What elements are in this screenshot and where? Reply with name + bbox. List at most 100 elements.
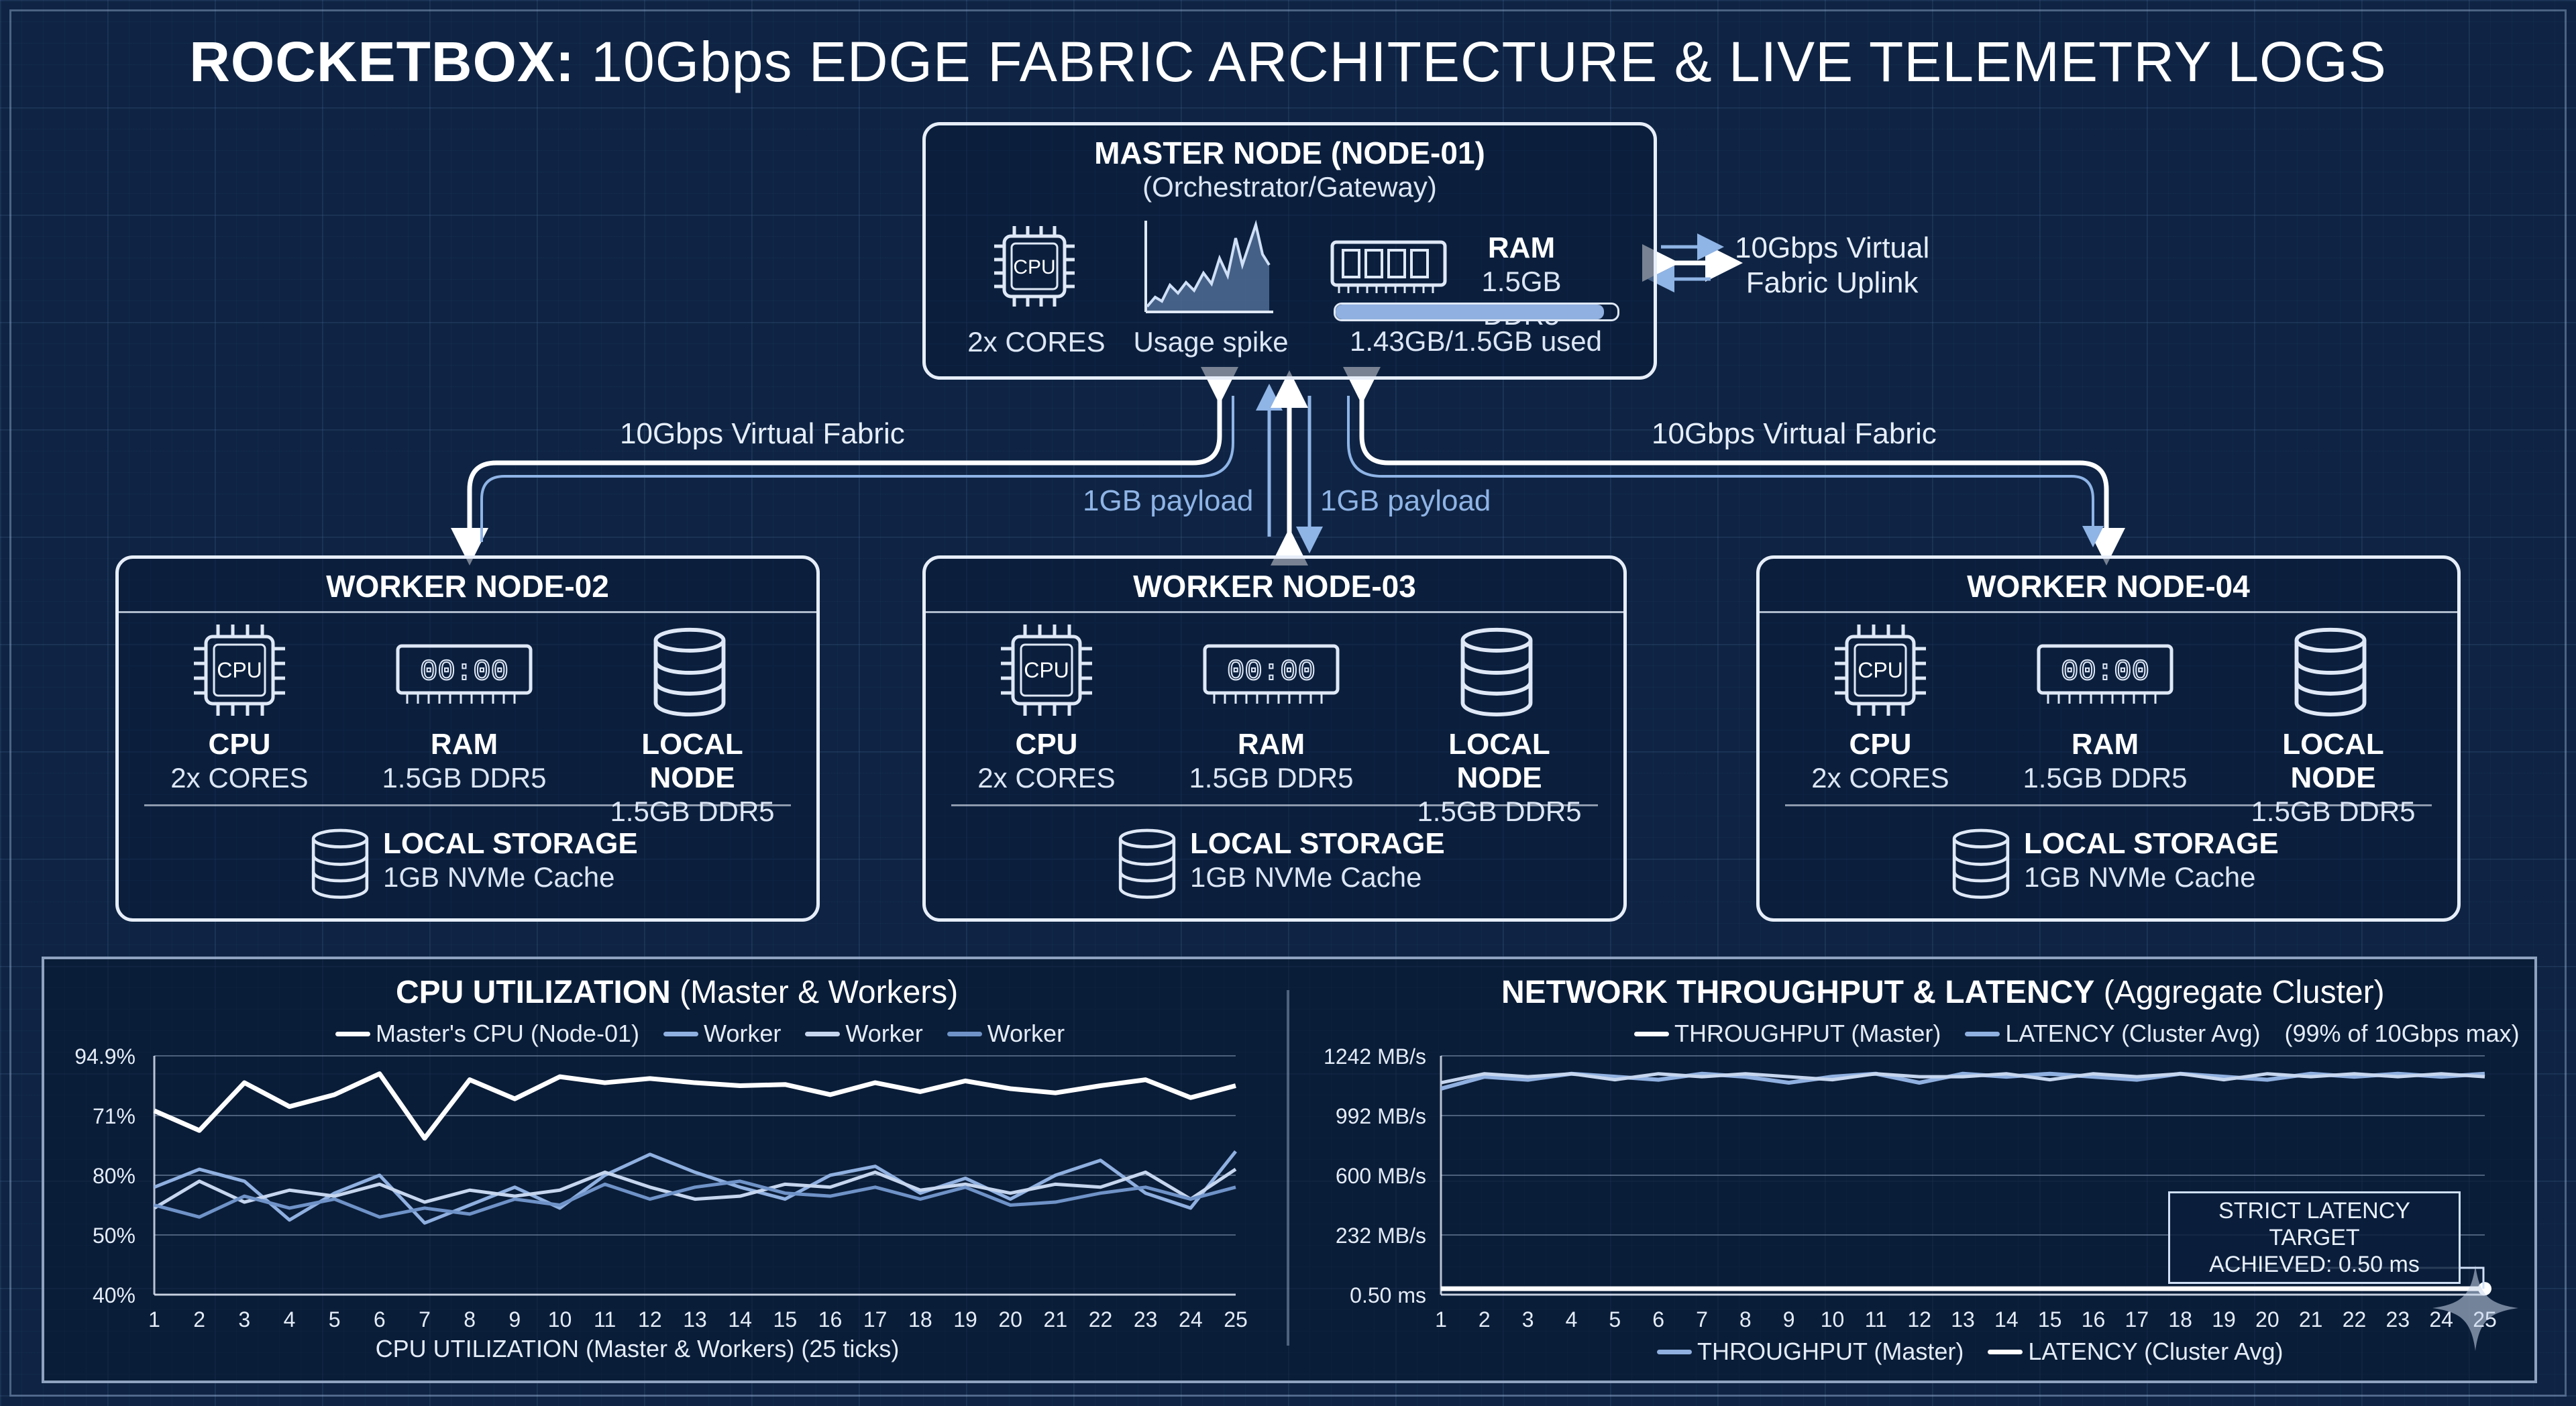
worker-head-rule	[926, 611, 1623, 613]
fabric-label-right: 10Gbps Virtual Fabric	[1652, 417, 1937, 450]
y-tick-label: 50%	[93, 1224, 136, 1248]
cpu-chip-icon: CPU	[1001, 625, 1092, 716]
legend-item-throughput: THROUGHPUT (Master)	[1634, 1020, 1941, 1048]
database-icon	[311, 828, 369, 899]
worker-node-title: WORKER NODE-04	[1967, 569, 2250, 604]
title-text: 10Gbps EDGE FABRIC ARCHITECTURE & LIVE T…	[591, 30, 2387, 93]
cpu-chip-icon: CPU	[1835, 625, 1926, 716]
x-tick-label: 10	[1821, 1307, 1845, 1332]
worker-node-card[interactable]: WORKER NODE-02 CPU 00:00	[115, 555, 820, 922]
ram-module-icon	[1330, 240, 1447, 293]
ram-module-icon: 00:00	[2037, 644, 2174, 704]
x-tick-label: 14	[728, 1307, 752, 1332]
legend-label: THROUGHPUT (Master)	[1674, 1020, 1941, 1047]
x-tick-label: 25	[1224, 1307, 1248, 1332]
y-tick-label: 1242 MB/s	[1324, 1044, 1426, 1069]
ram-usage-bar	[1334, 303, 1619, 321]
panel-divider	[1287, 990, 1289, 1346]
legend-label: LATENCY (Cluster Avg)	[2005, 1020, 2261, 1047]
master-cpu-label: 2x CORES	[967, 326, 1106, 358]
worker-local-storage: LOCAL STORAGE 1GB NVMe Cache	[1190, 827, 1445, 894]
cpu-chart-title-rest: (Master & Workers)	[680, 975, 959, 1010]
ram-sub: 1.5GB DDR5	[382, 762, 547, 794]
series-line	[153, 1168, 1237, 1210]
storage-sub: 1GB NVMe Cache	[383, 861, 615, 893]
series-line	[153, 1071, 1236, 1141]
storage-label: LOCAL STORAGE	[1190, 827, 1445, 860]
x-tick-label: 9	[508, 1307, 521, 1332]
storage-sub: 1GB NVMe Cache	[2024, 861, 2256, 893]
ram-label: RAM	[430, 728, 498, 761]
x-tick-label: 22	[2343, 1307, 2367, 1332]
legend-swatch	[947, 1031, 982, 1036]
worker-cpu: CPU 2x CORES	[159, 728, 320, 795]
local-node-sub: 1.5GB DDR5	[610, 796, 775, 827]
ram-chip-text: 00:00	[420, 655, 508, 689]
x-tick-label: 8	[1739, 1307, 1752, 1332]
usage-spike-label: Usage spike	[1133, 326, 1289, 358]
series-line	[154, 1179, 1236, 1219]
master-cpu: 2x CORES	[966, 325, 1107, 359]
worker-node-card[interactable]: WORKER NODE-03 CPU 00:00	[922, 555, 1627, 922]
cpu-chip-text: CPU	[1024, 658, 1069, 682]
series-line	[1440, 1071, 2485, 1091]
worker-ram: RAM 1.5GB DDR5	[1187, 728, 1355, 795]
y-tick-label: 71%	[93, 1104, 136, 1128]
cpu-chart-legend: Master's CPU (Node-01) Worker Worker Wor…	[335, 1020, 1089, 1048]
x-tick-label: 2	[1479, 1307, 1491, 1332]
legend-item-worker: Worker	[947, 1020, 1065, 1048]
cpu-chip-icon: CPU	[994, 226, 1075, 307]
legend-label: (99% of 10Gbps max)	[2284, 1020, 2520, 1047]
cpu-label: CPU	[208, 728, 271, 761]
worker-local-storage: LOCAL STORAGE 1GB NVMe Cache	[383, 827, 638, 894]
database-icon	[1460, 627, 1533, 717]
net-chart-caption-legend: THROUGHPUT (Master) LATENCY (Cluster Avg…	[1657, 1338, 2307, 1366]
storage-rule	[951, 804, 1598, 806]
cpu-label: CPU	[1849, 728, 1912, 761]
x-tick-label: 20	[2255, 1307, 2279, 1332]
database-icon	[2294, 627, 2367, 717]
x-tick-label: 9	[1783, 1307, 1795, 1332]
x-tick-label: 23	[1134, 1307, 1158, 1332]
legend-swatch	[805, 1031, 841, 1036]
ram-label: RAM	[1237, 728, 1305, 761]
storage-label: LOCAL STORAGE	[2024, 827, 2279, 860]
x-tick-label: 21	[1044, 1307, 1068, 1332]
worker-ram: RAM 1.5GB DDR5	[380, 728, 548, 795]
uplink-label: 10Gbps Virtual Fabric Uplink	[1735, 231, 1929, 301]
fabric-link-left	[451, 367, 1238, 565]
x-tick-label: 11	[1865, 1307, 1887, 1332]
x-tick-label: 20	[998, 1307, 1022, 1332]
legend-swatch	[335, 1031, 370, 1036]
master-node-card[interactable]: MASTER NODE (NODE-01) (Orchestrator/Gate…	[922, 122, 1657, 380]
cpu-sub: 2x CORES	[1811, 762, 1949, 794]
legend-item-worker: Worker	[663, 1020, 781, 1048]
x-tick-label: 11	[594, 1307, 616, 1332]
x-tick-label: 23	[2386, 1307, 2410, 1332]
worker-local-node: LOCAL NODE 1.5GB DDR5	[595, 728, 790, 828]
fabric-connectors	[451, 233, 2125, 565]
payload-label-right: 1GB payload	[1320, 484, 1491, 517]
cpu-sub: 2x CORES	[977, 762, 1116, 794]
storage-sub: 1GB NVMe Cache	[1190, 861, 1422, 893]
x-tick-label: 17	[2125, 1307, 2149, 1332]
payload-label-left: 1GB payload	[1083, 484, 1254, 517]
local-node-sub: 1.5GB DDR5	[2251, 796, 2416, 827]
x-tick-label: 15	[773, 1307, 798, 1332]
worker-node-card[interactable]: WORKER NODE-04 CPU 00:00	[1756, 555, 2461, 922]
ram-usage-fill	[1336, 305, 1605, 319]
x-tick-label: 13	[1951, 1307, 1975, 1332]
local-node-label: LOCAL NODE	[1448, 728, 1550, 794]
legend-item-max: (99% of 10Gbps max)	[2284, 1020, 2519, 1048]
uplink-label-line1: 10Gbps Virtual	[1735, 231, 1930, 264]
cpu-chart-title: CPU UTILIZATION (Master & Workers)	[396, 974, 958, 1011]
net-chart-title: NETWORK THROUGHPUT & LATENCY (Aggregate …	[1501, 974, 2385, 1011]
x-tick-label: 16	[818, 1307, 843, 1332]
x-tick-label: 15	[2038, 1307, 2062, 1332]
net-chart-title-rest: (Aggregate Cluster)	[2103, 975, 2385, 1010]
worker-cpu: CPU 2x CORES	[1800, 728, 1961, 795]
latency-target-callout: STRICT LATENCY TARGET ACHIEVED: 0.50 ms	[2168, 1191, 2461, 1284]
worker-cpu: CPU 2x CORES	[966, 728, 1127, 795]
title-brand: ROCKETBOX:	[189, 30, 575, 93]
